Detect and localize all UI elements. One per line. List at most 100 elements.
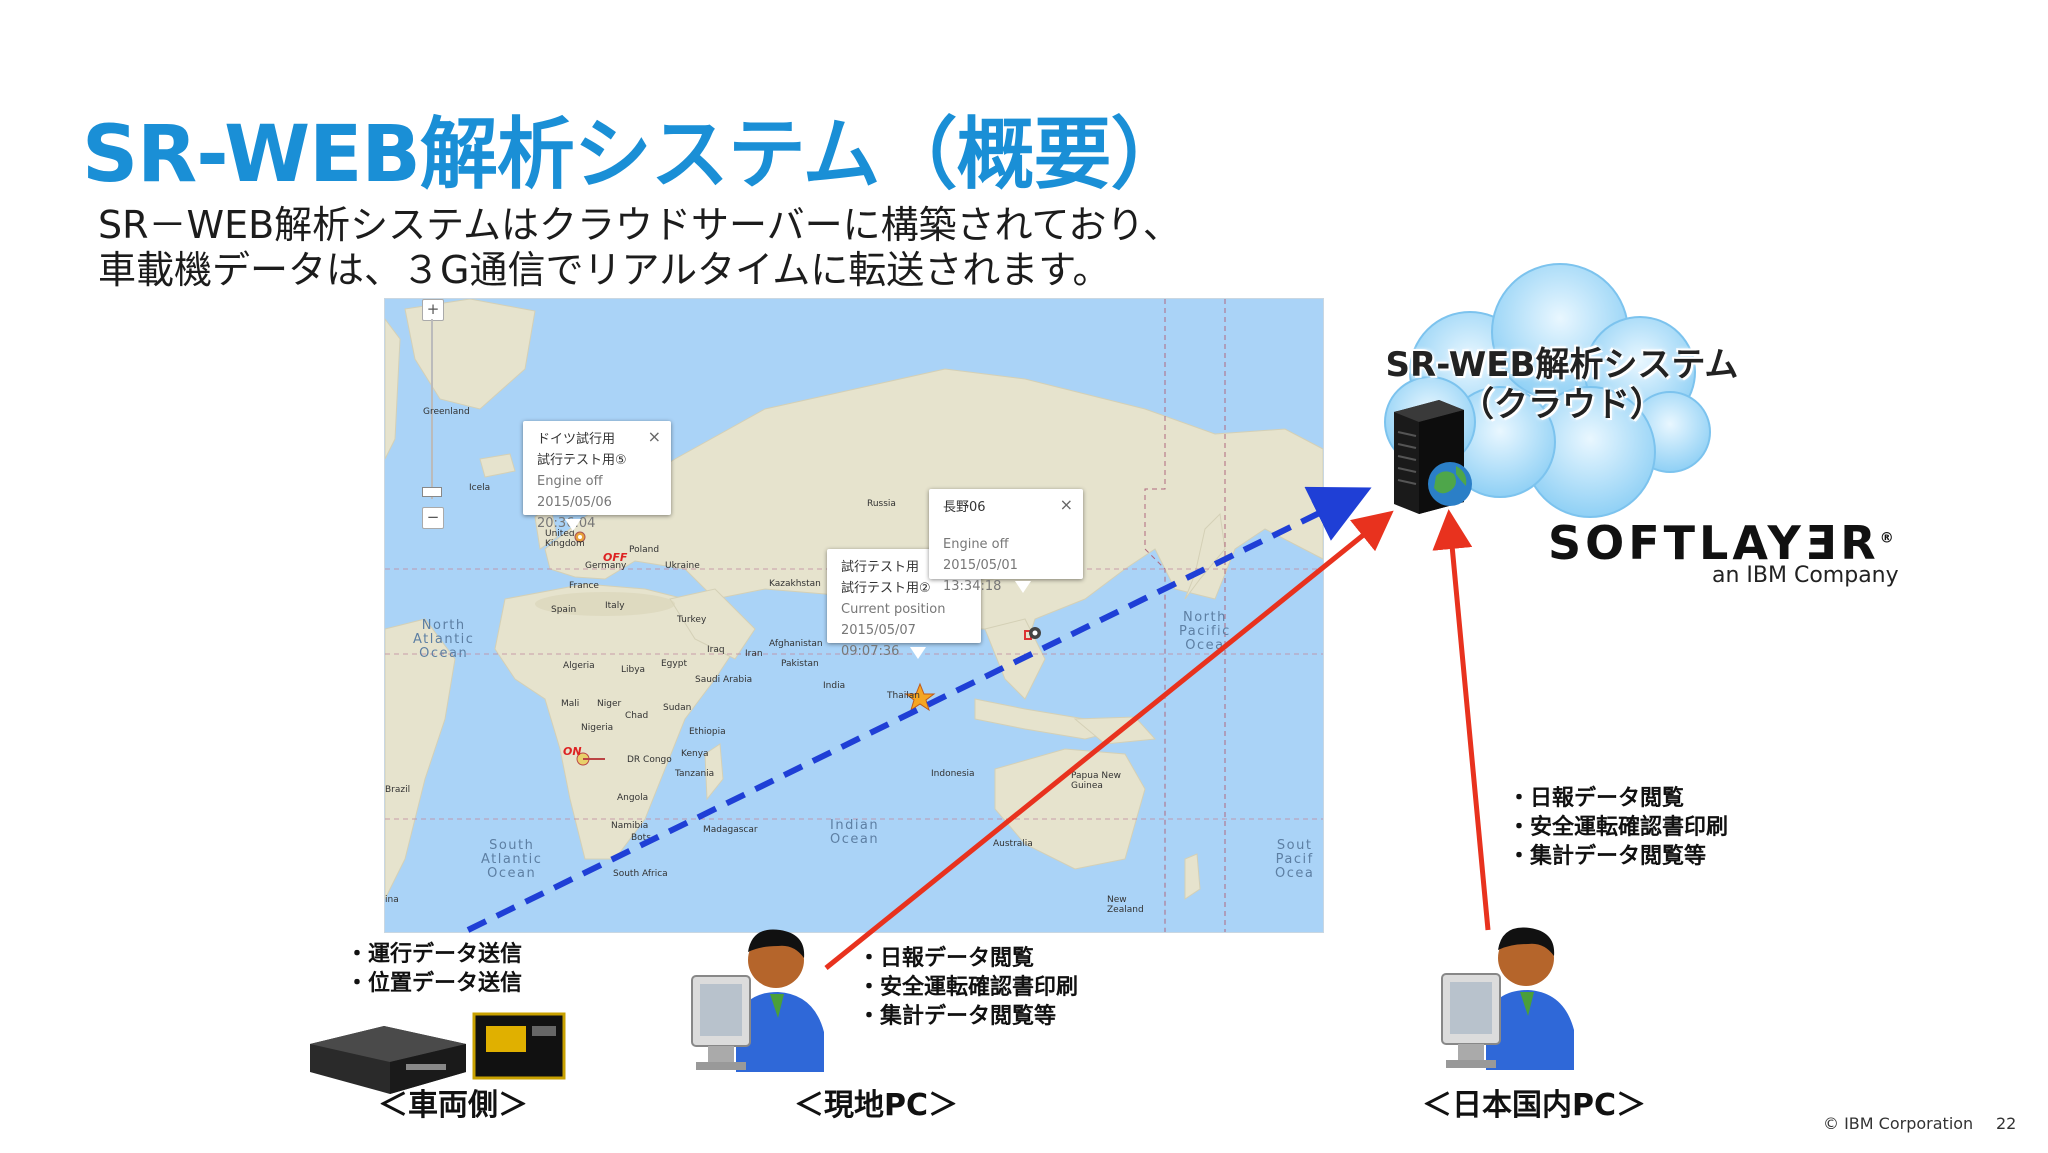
place-label: Greenland [423, 407, 470, 417]
bullet-item: ・日報データ閲覧 [1508, 786, 1685, 811]
subtitle-line-2: 車載機データは、３G通信でリアルタイムに転送されます。 [98, 248, 1111, 292]
info-popup-nagano[interactable]: 長野06 Engine off 2015/05/01 13:34:18 × [929, 489, 1083, 594]
place-label: Ethiopia [689, 727, 726, 737]
place-label: Tanzania [675, 769, 715, 779]
place-label: Bots [631, 833, 651, 843]
place-label: India [823, 681, 846, 691]
local-pc-bullets: ・日報データ閲覧 ・安全運転確認書印刷 ・集計データ閲覧等 [858, 944, 1078, 1031]
info-popup-germany[interactable]: ドイツ試行用 試行テスト用⑤ Engine off 2015/05/06 20:… [523, 421, 671, 531]
popup-line1: 長野06 [943, 500, 986, 515]
place-label: United Kingdom [545, 529, 585, 549]
popup-status: Current position [841, 602, 946, 617]
japan-pc-caption: ＜日本国内PC＞ [1422, 1088, 1647, 1123]
engine-off-marker[interactable]: OFF [603, 551, 628, 564]
vehicle-caption: ＜車両側＞ [378, 1088, 528, 1123]
place-label: Afghanistan [769, 639, 823, 649]
registered-mark: ® [1879, 530, 1898, 547]
ocean-label-indian: Indian Ocean [830, 818, 880, 847]
japan-pc-arrow [1432, 509, 1491, 931]
zoom-slider-handle[interactable] [422, 487, 442, 497]
ocean-label-north-atlantic: North Atlantic Ocean [413, 618, 475, 661]
map-location-markers [574, 531, 1041, 766]
page-number: 22 [1996, 1114, 2017, 1133]
popup-tail [910, 647, 926, 659]
copyright: © IBM Corporation [1823, 1114, 1974, 1133]
cloud-system-label: SR-WEB解析システム （クラウド） [1382, 345, 1742, 425]
bullet-item: ・位置データ送信 [346, 971, 523, 996]
place-label: Thailan [887, 691, 920, 701]
softlayer-logo: SOFTLAYƎR® [1548, 516, 1898, 570]
place-label: Iran [745, 649, 763, 659]
place-label: South Africa [613, 869, 668, 879]
place-label: Indonesia [931, 769, 975, 779]
place-label: New Zealand [1107, 895, 1144, 915]
place-label: Mali [561, 699, 580, 709]
popup-tail [1015, 581, 1031, 593]
place-label: Nigeria [581, 723, 614, 733]
place-label: Kazakhstan [769, 579, 821, 589]
world-map[interactable]: + − North Atlantic Ocean South Atlantic … [384, 298, 1324, 933]
place-label: Icela [469, 483, 491, 493]
subtitle-line-1: SR－WEB解析システムはクラウドサーバーに構築されており、 [98, 203, 1181, 247]
place-label: Pakistan [781, 659, 819, 669]
place-label: Poland [629, 545, 660, 555]
bullet-item: ・運行データ送信 [346, 942, 523, 967]
place-label: Namibia [611, 821, 649, 831]
place-label: Madagascar [703, 825, 758, 835]
popup-status: Engine off [537, 474, 603, 489]
ocean-label-south-pacific: Sout Pacif Ocea [1275, 838, 1315, 881]
vehicle-device-icon [310, 1012, 566, 1094]
place-label: Ukraine [665, 561, 700, 571]
place-label: Angola [617, 793, 649, 803]
place-label: Germany [585, 561, 627, 571]
place-label: Algeria [563, 661, 595, 671]
popup-line1: ドイツ試行用 [537, 432, 616, 447]
cloud-label-line1: SR-WEB解析システム [1385, 345, 1739, 385]
place-label: Kenya [681, 749, 709, 759]
japan-pc-bullets: ・日報データ閲覧 ・安全運転確認書印刷 ・集計データ閲覧等 [1508, 784, 1728, 871]
place-label: Papua New Guinea [1071, 771, 1121, 791]
local-pc-caption: ＜現地PC＞ [794, 1088, 959, 1123]
place-label: France [569, 581, 599, 591]
place-label: Brazil [385, 785, 411, 795]
place-label: DR Congo [627, 755, 672, 765]
vehicle-bullets: ・運行データ送信 ・位置データ送信 [346, 940, 522, 998]
zoom-in-button[interactable]: + [422, 299, 444, 321]
softlayer-wordmark: SOFTLAYƎR [1548, 516, 1880, 570]
popup-status: Engine off [943, 537, 1009, 552]
place-label: Libya [621, 665, 646, 675]
popup-time: 2015/05/01 13:34:18 [943, 558, 1018, 594]
popup-tail [565, 519, 581, 531]
popup-line1: 試行テスト用 [841, 560, 920, 575]
zoom-slider-track[interactable] [431, 319, 433, 499]
place-label: Italy [605, 601, 625, 611]
bullet-item: ・安全運転確認書印刷 [1508, 815, 1729, 840]
close-icon[interactable]: × [647, 427, 661, 446]
place-label: Sudan [663, 703, 692, 713]
data-upload-arrow [466, 486, 1372, 933]
slide-title: SR-WEB解析システム（概要） [82, 110, 1189, 200]
bullet-item: ・日報データ閲覧 [858, 946, 1035, 971]
place-label: Russia [867, 499, 896, 509]
softlayer-tagline: an IBM Company [1712, 563, 1899, 588]
place-label: Chad [625, 711, 649, 721]
server-icon [1394, 400, 1472, 514]
bullet-item: ・集計データ閲覧等 [858, 1004, 1057, 1029]
popup-line2: 試行テスト用② [841, 581, 931, 596]
place-label: ina [385, 895, 399, 905]
bullet-item: ・安全運転確認書印刷 [858, 975, 1079, 1000]
place-label: Australia [993, 839, 1033, 849]
place-label: Turkey [677, 615, 707, 625]
engine-on-marker[interactable]: ON [563, 745, 582, 758]
local-pc-arrow [824, 510, 1394, 970]
close-icon[interactable]: × [1059, 495, 1073, 514]
bullet-item: ・集計データ閲覧等 [1508, 844, 1707, 869]
popup-line2: 試行テスト用⑤ [537, 453, 627, 468]
ocean-label-north-pacific: North Pacific Ocea [1179, 610, 1231, 653]
person-at-computer-icon [1441, 927, 1574, 1070]
place-label: Iraq [707, 645, 725, 655]
zoom-out-button[interactable]: − [422, 507, 444, 529]
place-label: Saudi Arabia [695, 675, 753, 685]
popup-time: 2015/05/07 09:07:36 [841, 623, 916, 659]
